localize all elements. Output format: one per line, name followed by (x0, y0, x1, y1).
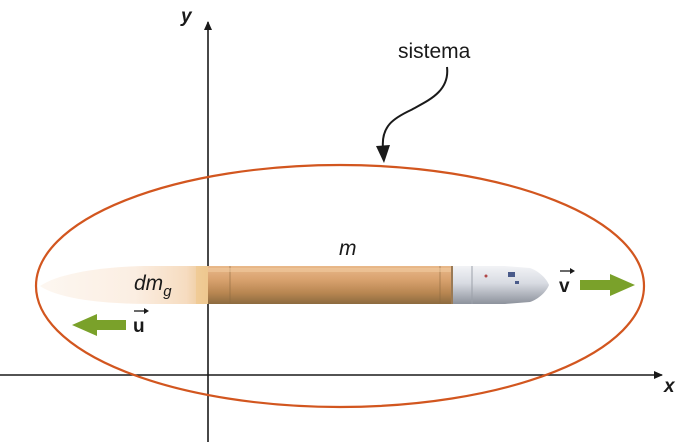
x-axis-label: x (663, 376, 676, 397)
exhaust-velocity-overarrow-head (144, 308, 149, 314)
system-boundary-ellipse (34, 163, 646, 409)
rocket-velocity-overarrow-head (570, 268, 575, 274)
system-pointer-arrow (381, 66, 449, 149)
exhaust-mass-main: dm (134, 272, 163, 295)
rocket-velocity-arrow (580, 274, 635, 296)
rocket (208, 266, 549, 304)
rocket-mass-label: m (339, 237, 357, 260)
rocket-upper-stage (451, 266, 505, 304)
system-label: sistema (398, 40, 471, 63)
rocket-velocity-vector: v (559, 268, 635, 297)
exhaust-velocity-vector: u (72, 308, 149, 337)
exhaust-plume (40, 266, 212, 304)
system-pointer-arrowhead (376, 145, 390, 163)
exhaust-velocity-symbol: u (133, 316, 145, 337)
rocket-first-stage (208, 266, 451, 304)
y-axis-label: y (180, 6, 193, 27)
rocket-nose-cone (505, 266, 549, 304)
exhaust-mass-label: dmg (134, 272, 172, 300)
exhaust-mass-subscript: g (163, 283, 172, 300)
exhaust-velocity-arrow (72, 314, 126, 336)
rocket-velocity-symbol: v (559, 276, 570, 297)
